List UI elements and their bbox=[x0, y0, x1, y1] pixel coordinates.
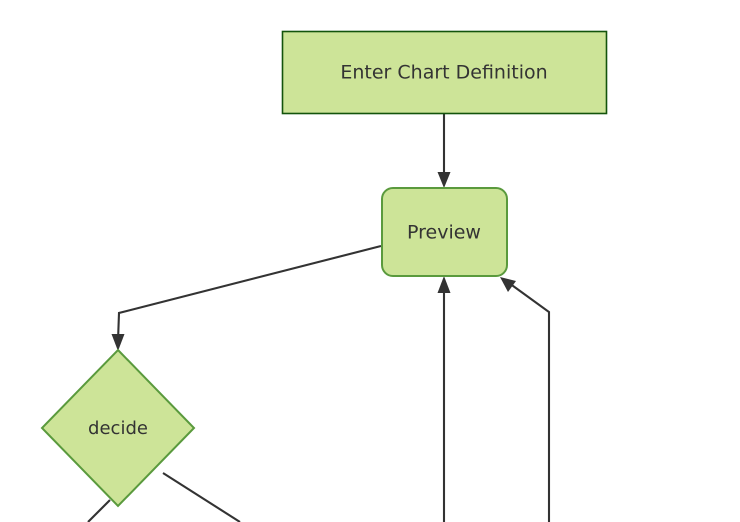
arrowhead-upleft-icon bbox=[500, 277, 516, 292]
edge-line bbox=[162, 472, 241, 522]
node-decide[interactable]: decide bbox=[40, 348, 196, 508]
node-rounded-rect[interactable] bbox=[381, 187, 508, 277]
node-label-enter-chart-definition: Enter Chart Definition bbox=[340, 62, 547, 84]
edge-return-right-to-preview bbox=[500, 277, 551, 522]
arrowhead-up-icon bbox=[437, 276, 451, 293]
edge-line bbox=[116, 244, 382, 342]
edge-preview-to-decide bbox=[111, 244, 382, 351]
arrowhead-down-icon bbox=[437, 172, 451, 188]
edge-decide-to-right bbox=[162, 472, 241, 522]
node-diamond[interactable] bbox=[40, 348, 196, 508]
node-preview[interactable]: Preview bbox=[381, 187, 508, 277]
node-enter-chart-definition[interactable]: Enter Chart Definition bbox=[281, 30, 608, 115]
node-rect[interactable] bbox=[281, 30, 608, 115]
edge-return-center-to-preview bbox=[437, 276, 451, 522]
edge-line bbox=[87, 499, 111, 522]
node-label-decide: decide bbox=[88, 418, 148, 439]
edge-decide-to-left bbox=[87, 499, 111, 522]
edge-line bbox=[508, 282, 551, 522]
node-group: Enter Chart Definition Preview decide bbox=[40, 30, 608, 508]
edge-enter-to-preview bbox=[437, 114, 451, 188]
node-label-preview: Preview bbox=[407, 222, 481, 244]
arrowhead-down-icon bbox=[111, 334, 125, 351]
edge-group bbox=[87, 114, 551, 522]
